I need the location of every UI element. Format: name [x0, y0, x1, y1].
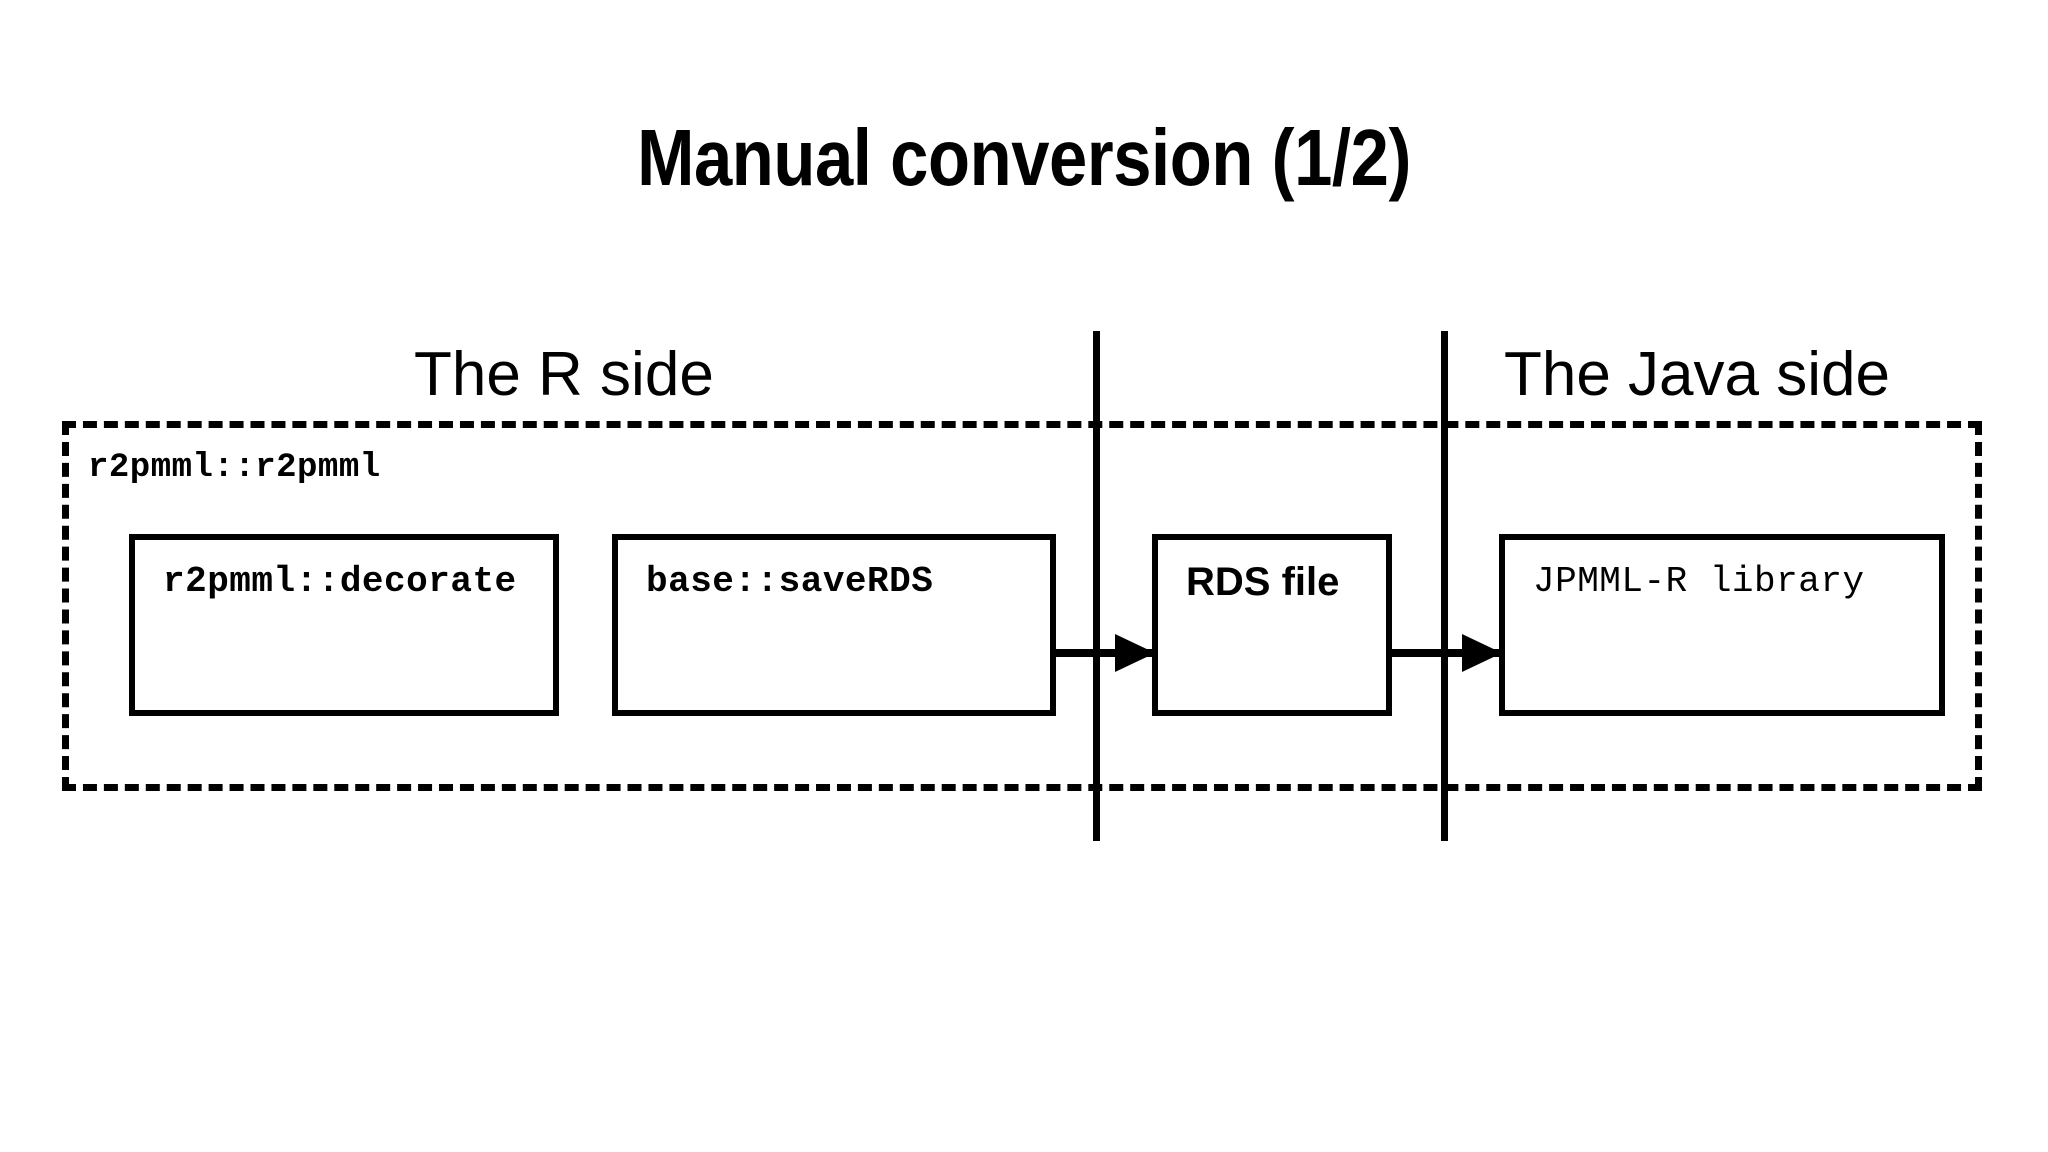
page-title: Manual conversion (1/2) [637, 113, 1411, 202]
dashed-container-r2pmml [62, 421, 1982, 791]
arrow-saverds-to-rdsfile [1055, 634, 1155, 672]
node-box-jpmml-r-library: JPMML-R library [1499, 534, 1945, 716]
arrow-head-icon [1115, 634, 1155, 672]
arrow-head-icon [1462, 634, 1502, 672]
section-label-java-side: The Java side [1504, 340, 1890, 409]
boundary-line-r-to-file [1093, 331, 1100, 841]
boundary-line-file-to-java [1441, 331, 1448, 841]
arrow-shaft-icon [1055, 649, 1153, 657]
dashed-container-label: r2pmml::r2pmml [88, 449, 381, 487]
node-label-base-saverds: base::saveRDS [646, 561, 934, 602]
node-label-rds-file: RDS file [1186, 560, 1340, 604]
node-label-r2pmml-decorate: r2pmml::decorate [163, 561, 517, 602]
section-label-r-side: The R side [414, 340, 714, 409]
node-box-rds-file: RDS file [1152, 534, 1392, 716]
node-label-jpmml-r-library: JPMML-R library [1533, 561, 1865, 602]
node-box-r2pmml-decorate: r2pmml::decorate [129, 534, 559, 716]
node-box-base-saverds: base::saveRDS [612, 534, 1056, 716]
